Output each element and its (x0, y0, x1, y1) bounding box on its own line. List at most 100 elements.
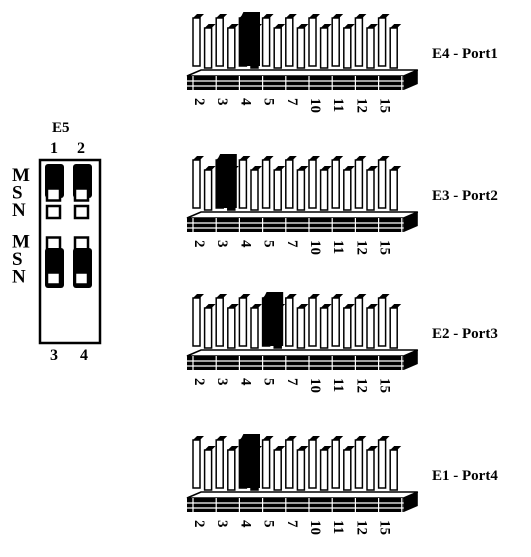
pin-number-label: 10 (307, 378, 323, 393)
header-pin-top (378, 294, 390, 298)
header-pin (343, 27, 352, 69)
header-pin-top (274, 166, 286, 170)
header-pin (296, 307, 306, 349)
header-pin-top (193, 156, 204, 160)
pin-number-label: 15 (377, 378, 393, 393)
pin-number-label: 5 (261, 98, 277, 106)
header-pin-top (378, 14, 390, 18)
header-pin (215, 439, 224, 489)
header-pin-top (355, 156, 367, 160)
header-pin-top (343, 446, 355, 450)
header-pin (227, 27, 236, 69)
header-pin-top (274, 24, 286, 28)
pin-number-label: 12 (353, 240, 369, 255)
header-pin-top (390, 446, 402, 450)
header-pin-top (367, 446, 378, 450)
header-platform-base (187, 218, 404, 232)
header-label: E4 - Port1 (432, 46, 498, 62)
header-pin (319, 449, 329, 491)
e5-pin (73, 187, 90, 202)
e5-pin (45, 187, 62, 202)
header-pin-top (309, 294, 320, 298)
header-pin-top (390, 24, 402, 28)
header-pin-top (285, 14, 297, 18)
header-pin-top (355, 436, 367, 440)
header-pin (227, 307, 236, 349)
header-pin (366, 27, 375, 69)
header-pin (331, 439, 340, 489)
header-label: E1 - Port4 (432, 468, 498, 484)
header-platform-top (186, 491, 419, 499)
pin-number-label: 10 (307, 520, 323, 535)
header-pin (227, 449, 236, 491)
header-pin-top (355, 14, 367, 18)
e5-row-label: N (12, 200, 26, 221)
header-platform-base (187, 76, 404, 90)
header-platform-side (403, 350, 418, 370)
header-pin (331, 159, 340, 209)
header-pin (203, 27, 213, 69)
pin-number-label: 7 (284, 378, 300, 386)
pin-number-label: 2 (191, 378, 207, 386)
header-pin (331, 17, 340, 67)
header-pin (261, 439, 271, 489)
header-pin (366, 307, 375, 349)
header-pin (319, 169, 329, 211)
header-pin-top (193, 294, 204, 298)
header-pin (377, 159, 387, 209)
pin-number-label: 10 (307, 98, 323, 113)
e5-row-label: S (12, 249, 23, 270)
header-pin (343, 169, 352, 211)
header-pin (331, 297, 340, 347)
header-pin (308, 159, 317, 209)
header-pin-top (297, 304, 309, 308)
header-pin-top (309, 14, 320, 18)
pin-number-label: 3 (214, 98, 230, 106)
header-pin (238, 159, 248, 209)
header-pin (250, 307, 259, 349)
header-pin (215, 17, 224, 67)
header-pin-top (204, 446, 216, 450)
jumper-cap (239, 12, 260, 66)
e5-col-label-1: 1 (50, 140, 58, 157)
header-pin (389, 27, 398, 69)
header-pin-top (193, 14, 204, 18)
pin-number-label: 5 (261, 240, 277, 248)
pin-number-label: 2 (191, 240, 207, 248)
header-pin (192, 159, 201, 209)
pin-number-label: 4 (237, 240, 253, 248)
header-pin (192, 439, 201, 489)
e5-pin (73, 204, 90, 220)
pin-number-label: 5 (261, 378, 277, 386)
pin-number-label: 12 (353, 520, 369, 535)
e5-pin (45, 236, 62, 251)
pin-number-label: 10 (307, 240, 323, 255)
header-pin-top (297, 166, 309, 170)
header-pin-top (320, 24, 332, 28)
header-platform-side (403, 70, 418, 90)
header-pin (215, 297, 224, 347)
header-pin-top (332, 156, 344, 160)
header-pin-top (390, 304, 402, 308)
header-pin-top (343, 24, 355, 28)
header-pin-top (227, 446, 239, 450)
e5-col-label-4: 4 (80, 347, 88, 364)
header-pin (389, 307, 398, 349)
header-pin (308, 17, 317, 67)
header-pin-top (193, 436, 204, 440)
pin-number-label: 12 (353, 378, 369, 393)
header-pin-top (285, 156, 297, 160)
header-pin-top (390, 166, 402, 170)
header-pin (296, 449, 306, 491)
pin-number-label: 3 (214, 378, 230, 386)
header-pin-top (343, 304, 355, 308)
header-pin-top (204, 304, 216, 308)
header-pin (319, 27, 329, 69)
header-pin (389, 169, 398, 211)
header-platform-side (403, 492, 418, 512)
